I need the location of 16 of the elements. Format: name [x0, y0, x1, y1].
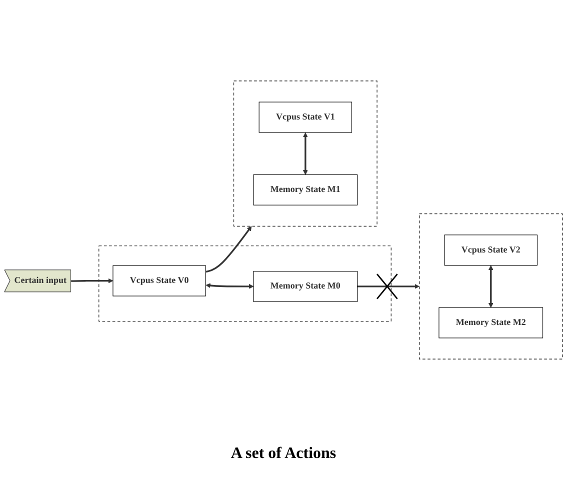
- node-box: Memory State M1: [253, 174, 358, 206]
- node-box: Vcpus State V2: [444, 234, 538, 266]
- arrow: [71, 278, 114, 284]
- cluster: [418, 214, 563, 360]
- arrow: [302, 132, 308, 175]
- node-box: Vcpus State V1: [258, 102, 352, 133]
- arrow: [206, 226, 252, 273]
- cluster: [234, 80, 378, 226]
- arrow: [357, 284, 420, 289]
- node-box: Memory State M2: [438, 307, 544, 338]
- node-box: Memory State M0: [253, 270, 358, 302]
- note-text: A set of Actions: [230, 445, 338, 463]
- node-box: Vcpus State V0: [112, 265, 206, 296]
- arrow: [488, 265, 494, 308]
- cluster: [98, 246, 392, 322]
- arrow: [206, 283, 254, 289]
